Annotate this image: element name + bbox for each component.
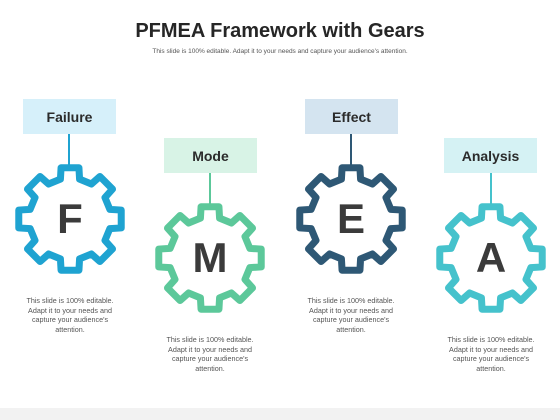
gear-outline [436,203,546,313]
label-failure: Failure [46,108,93,125]
page-title: PFMEA Framework with Gears [135,20,425,42]
label-box-mode: Mode [164,138,257,173]
gear-icon-mode [155,203,265,313]
gear-outline [296,164,406,274]
label-box-analysis: Analysis [444,138,537,173]
label-box-failure: Failure [23,99,116,134]
connector-failure [68,134,70,166]
slide: PFMEA Framework with Gears This slide is… [0,0,560,408]
gear-icon-analysis [436,203,546,313]
gear-outline [155,203,265,313]
description-mode: This slide is 100% editable. Adapt it to… [166,335,254,373]
label-effect: Effect [332,108,371,125]
label-mode: Mode [192,147,229,164]
gear-outline [15,164,125,274]
letter-f: F [57,195,83,242]
gear-icon-failure [15,164,125,274]
description-failure: This slide is 100% editable. Adapt it to… [26,296,114,334]
page-subtitle: This slide is 100% editable. Adapt it to… [152,48,408,55]
connector-analysis [490,173,492,205]
gear-icon-effect [296,164,406,274]
letter-m: M [192,234,228,281]
connector-effect [350,134,352,166]
label-analysis: Analysis [461,147,520,164]
letter-a: A [475,234,507,281]
description-analysis: This slide is 100% editable. Adapt it to… [447,335,535,373]
connector-mode [209,173,211,205]
letter-e: E [336,195,365,242]
description-effect: This slide is 100% editable. Adapt it to… [307,296,395,334]
label-box-effect: Effect [305,99,398,134]
